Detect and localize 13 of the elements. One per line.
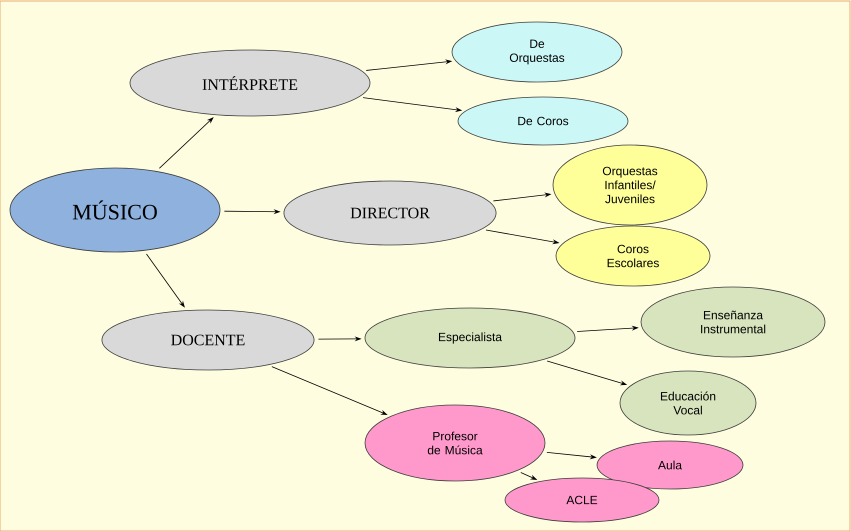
ellipse-node: DIRECTOR [284,180,496,246]
ellipse-node: Aula [596,440,744,490]
ellipse-node: Orquestas Infantiles/ Juveniles [552,144,708,226]
ellipse-node: MÚSICO [10,168,220,252]
ellipse-node: Educación Vocal [620,370,756,436]
ellipse-node: ACLE [504,478,660,522]
ellipse-node: INTÉRPRETE [130,50,370,116]
ellipse-node: De Coros [458,96,628,146]
ellipse-node: DOCENTE [102,310,314,370]
ellipse-node: Coros Escolares [556,226,710,286]
ellipse-node: Enseñanza Instrumental [640,286,826,358]
ellipse-node: Especialista [364,308,576,368]
ellipse-node: De Orquestas [452,22,622,82]
